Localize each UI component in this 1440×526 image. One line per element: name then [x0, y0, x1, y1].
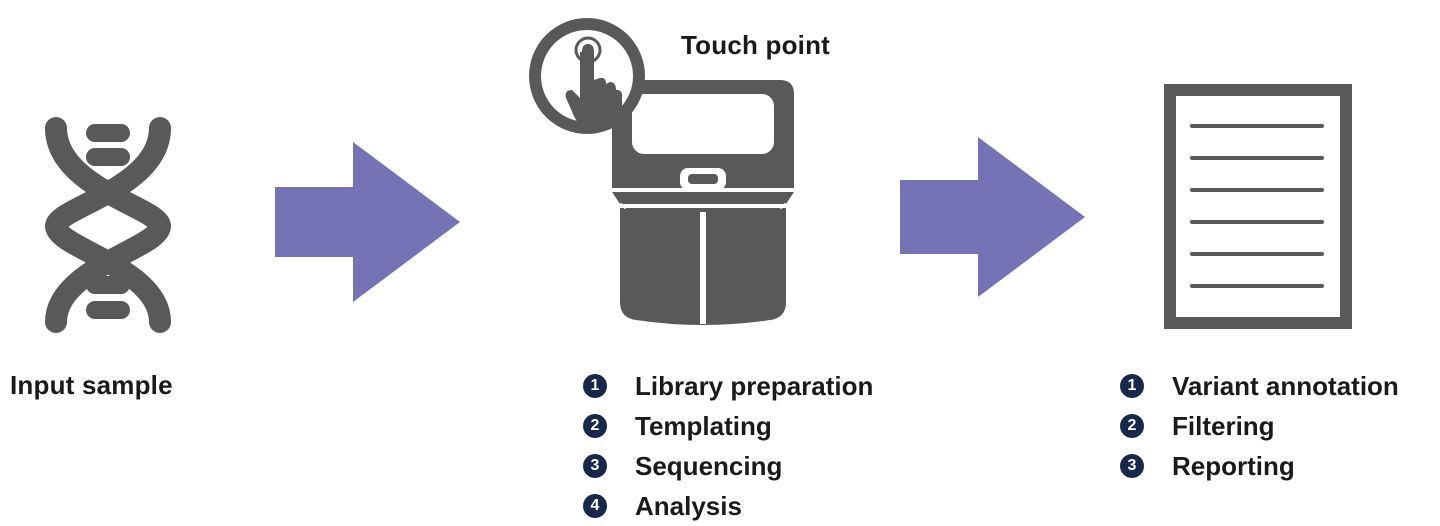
step-label: Filtering	[1172, 410, 1275, 441]
step-label: Variant annotation	[1172, 370, 1399, 401]
document-icon	[1164, 84, 1352, 329]
list-item: 3 Sequencing	[583, 446, 873, 486]
step-label: Templating	[635, 410, 772, 441]
step-label: Analysis	[635, 490, 742, 521]
step-number-badge: 1	[583, 374, 607, 398]
list-item: 3 Reporting	[1120, 446, 1399, 486]
list-item: 4 Analysis	[583, 486, 873, 526]
list-item: 1 Library preparation	[583, 366, 873, 406]
flow-arrow-1	[275, 142, 460, 302]
step-number-badge: 2	[1120, 414, 1144, 438]
list-item: 2 Templating	[583, 406, 873, 446]
step-number-badge: 3	[1120, 454, 1144, 478]
sequencer-icon	[608, 80, 798, 330]
report-steps: 1 Variant annotation 2 Filtering 3 Repor…	[1120, 366, 1399, 486]
step-number-badge: 2	[583, 414, 607, 438]
step-label: Sequencing	[635, 450, 783, 481]
step-label: Library preparation	[635, 370, 874, 401]
step-number-badge: 4	[583, 494, 607, 518]
flow-arrow-2	[900, 137, 1085, 297]
touch-point-label: Touch point	[681, 30, 831, 60]
instrument-steps: 1 Library preparation 2 Templating 3 Seq…	[583, 366, 873, 526]
touch-hand-icon	[560, 34, 624, 130]
list-item: 2 Filtering	[1120, 406, 1399, 446]
step-number-badge: 3	[583, 454, 607, 478]
list-item: 1 Variant annotation	[1120, 366, 1399, 406]
step-number-badge: 1	[1120, 374, 1144, 398]
input-sample-label: Input sample	[10, 370, 173, 400]
dna-icon	[38, 108, 178, 338]
step-label: Reporting	[1172, 450, 1295, 481]
